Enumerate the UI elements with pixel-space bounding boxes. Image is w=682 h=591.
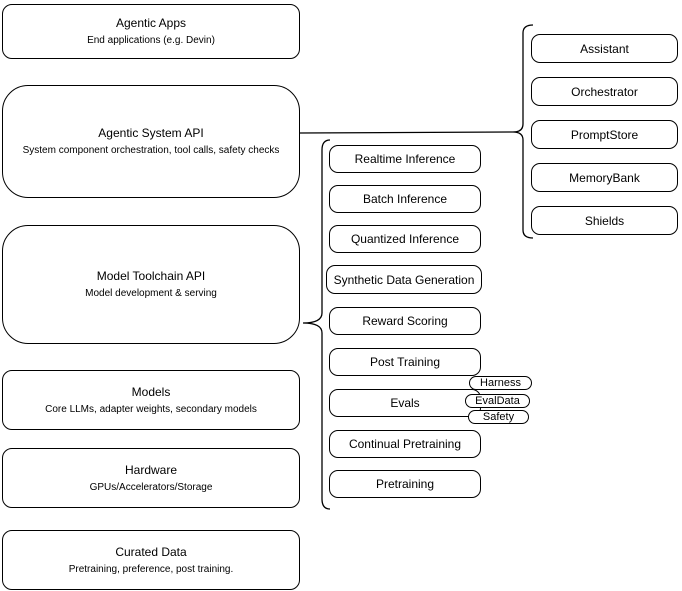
node-evals: Evals (329, 389, 481, 417)
node-orchestrator: Orchestrator (531, 77, 678, 106)
node-quantized-inference: Quantized Inference (329, 225, 481, 253)
node-title: Agentic System API (98, 126, 204, 140)
node-subtitle: GPUs/Accelerators/Storage (89, 481, 213, 493)
node-label: Synthetic Data Generation (333, 272, 475, 287)
node-reward-scoring: Reward Scoring (329, 307, 481, 335)
tag-harness: Harness (469, 376, 532, 390)
node-label: Realtime Inference (354, 152, 456, 166)
node-label: Continual Pretraining (348, 437, 462, 451)
node-hardware: Hardware GPUs/Accelerators/Storage (2, 448, 300, 508)
node-models: Models Core LLMs, adapter weights, secon… (2, 370, 300, 430)
node-realtime-inference: Realtime Inference (329, 145, 481, 173)
node-title: Model Toolchain API (96, 269, 206, 283)
node-label: Evals (390, 396, 420, 410)
node-label: Assistant (580, 41, 629, 56)
node-promptstore: PromptStore (531, 120, 678, 149)
tag-safety: Safety (468, 410, 529, 424)
node-memorybank: MemoryBank (531, 163, 678, 192)
system-components-bracket (512, 24, 534, 239)
node-subtitle: End applications (e.g. Devin) (87, 35, 215, 46)
node-subtitle: Core LLMs, adapter weights, secondary mo… (45, 403, 257, 415)
node-label: Quantized Inference (350, 232, 460, 246)
node-label: Pretraining (375, 477, 435, 491)
node-subtitle: System component orchestration, tool cal… (22, 145, 280, 156)
node-model-toolchain-api: Model Toolchain API Model development & … (2, 225, 300, 344)
tag-evaldata: EvalData (465, 394, 530, 408)
node-agentic-system-api: Agentic System API System component orch… (2, 85, 300, 198)
tag-label: EvalData (475, 395, 520, 407)
node-title: Hardware (124, 462, 178, 477)
toolchain-brace (302, 139, 331, 510)
node-curated-data: Curated Data Pretraining, preference, po… (2, 530, 300, 590)
node-subtitle: Model development & serving (85, 288, 217, 299)
tag-label: Harness (480, 377, 521, 389)
tag-label: Safety (482, 411, 515, 423)
node-agentic-apps: Agentic Apps End applications (e.g. Devi… (2, 4, 300, 59)
node-label: Reward Scoring (362, 314, 448, 328)
node-post-training: Post Training (329, 348, 481, 376)
node-label: MemoryBank (569, 170, 640, 185)
node-title: Agentic Apps (115, 16, 187, 30)
node-shields: Shields (531, 206, 678, 235)
node-title: Curated Data (115, 544, 187, 559)
node-label: Batch Inference (362, 192, 448, 206)
node-label: PromptStore (570, 127, 639, 142)
system-api-connector-line (299, 131, 514, 134)
node-continual-pretraining: Continual Pretraining (329, 430, 481, 458)
node-batch-inference: Batch Inference (329, 185, 481, 213)
node-title: Models (131, 384, 171, 399)
node-label: Orchestrator (571, 84, 638, 99)
node-pretraining: Pretraining (329, 470, 481, 498)
node-synthetic-data-generation: Synthetic Data Generation (326, 265, 482, 294)
node-label: Shields (584, 213, 625, 228)
node-subtitle: Pretraining, preference, post training. (68, 563, 234, 575)
node-label: Post Training (369, 355, 441, 369)
node-assistant: Assistant (531, 34, 678, 63)
